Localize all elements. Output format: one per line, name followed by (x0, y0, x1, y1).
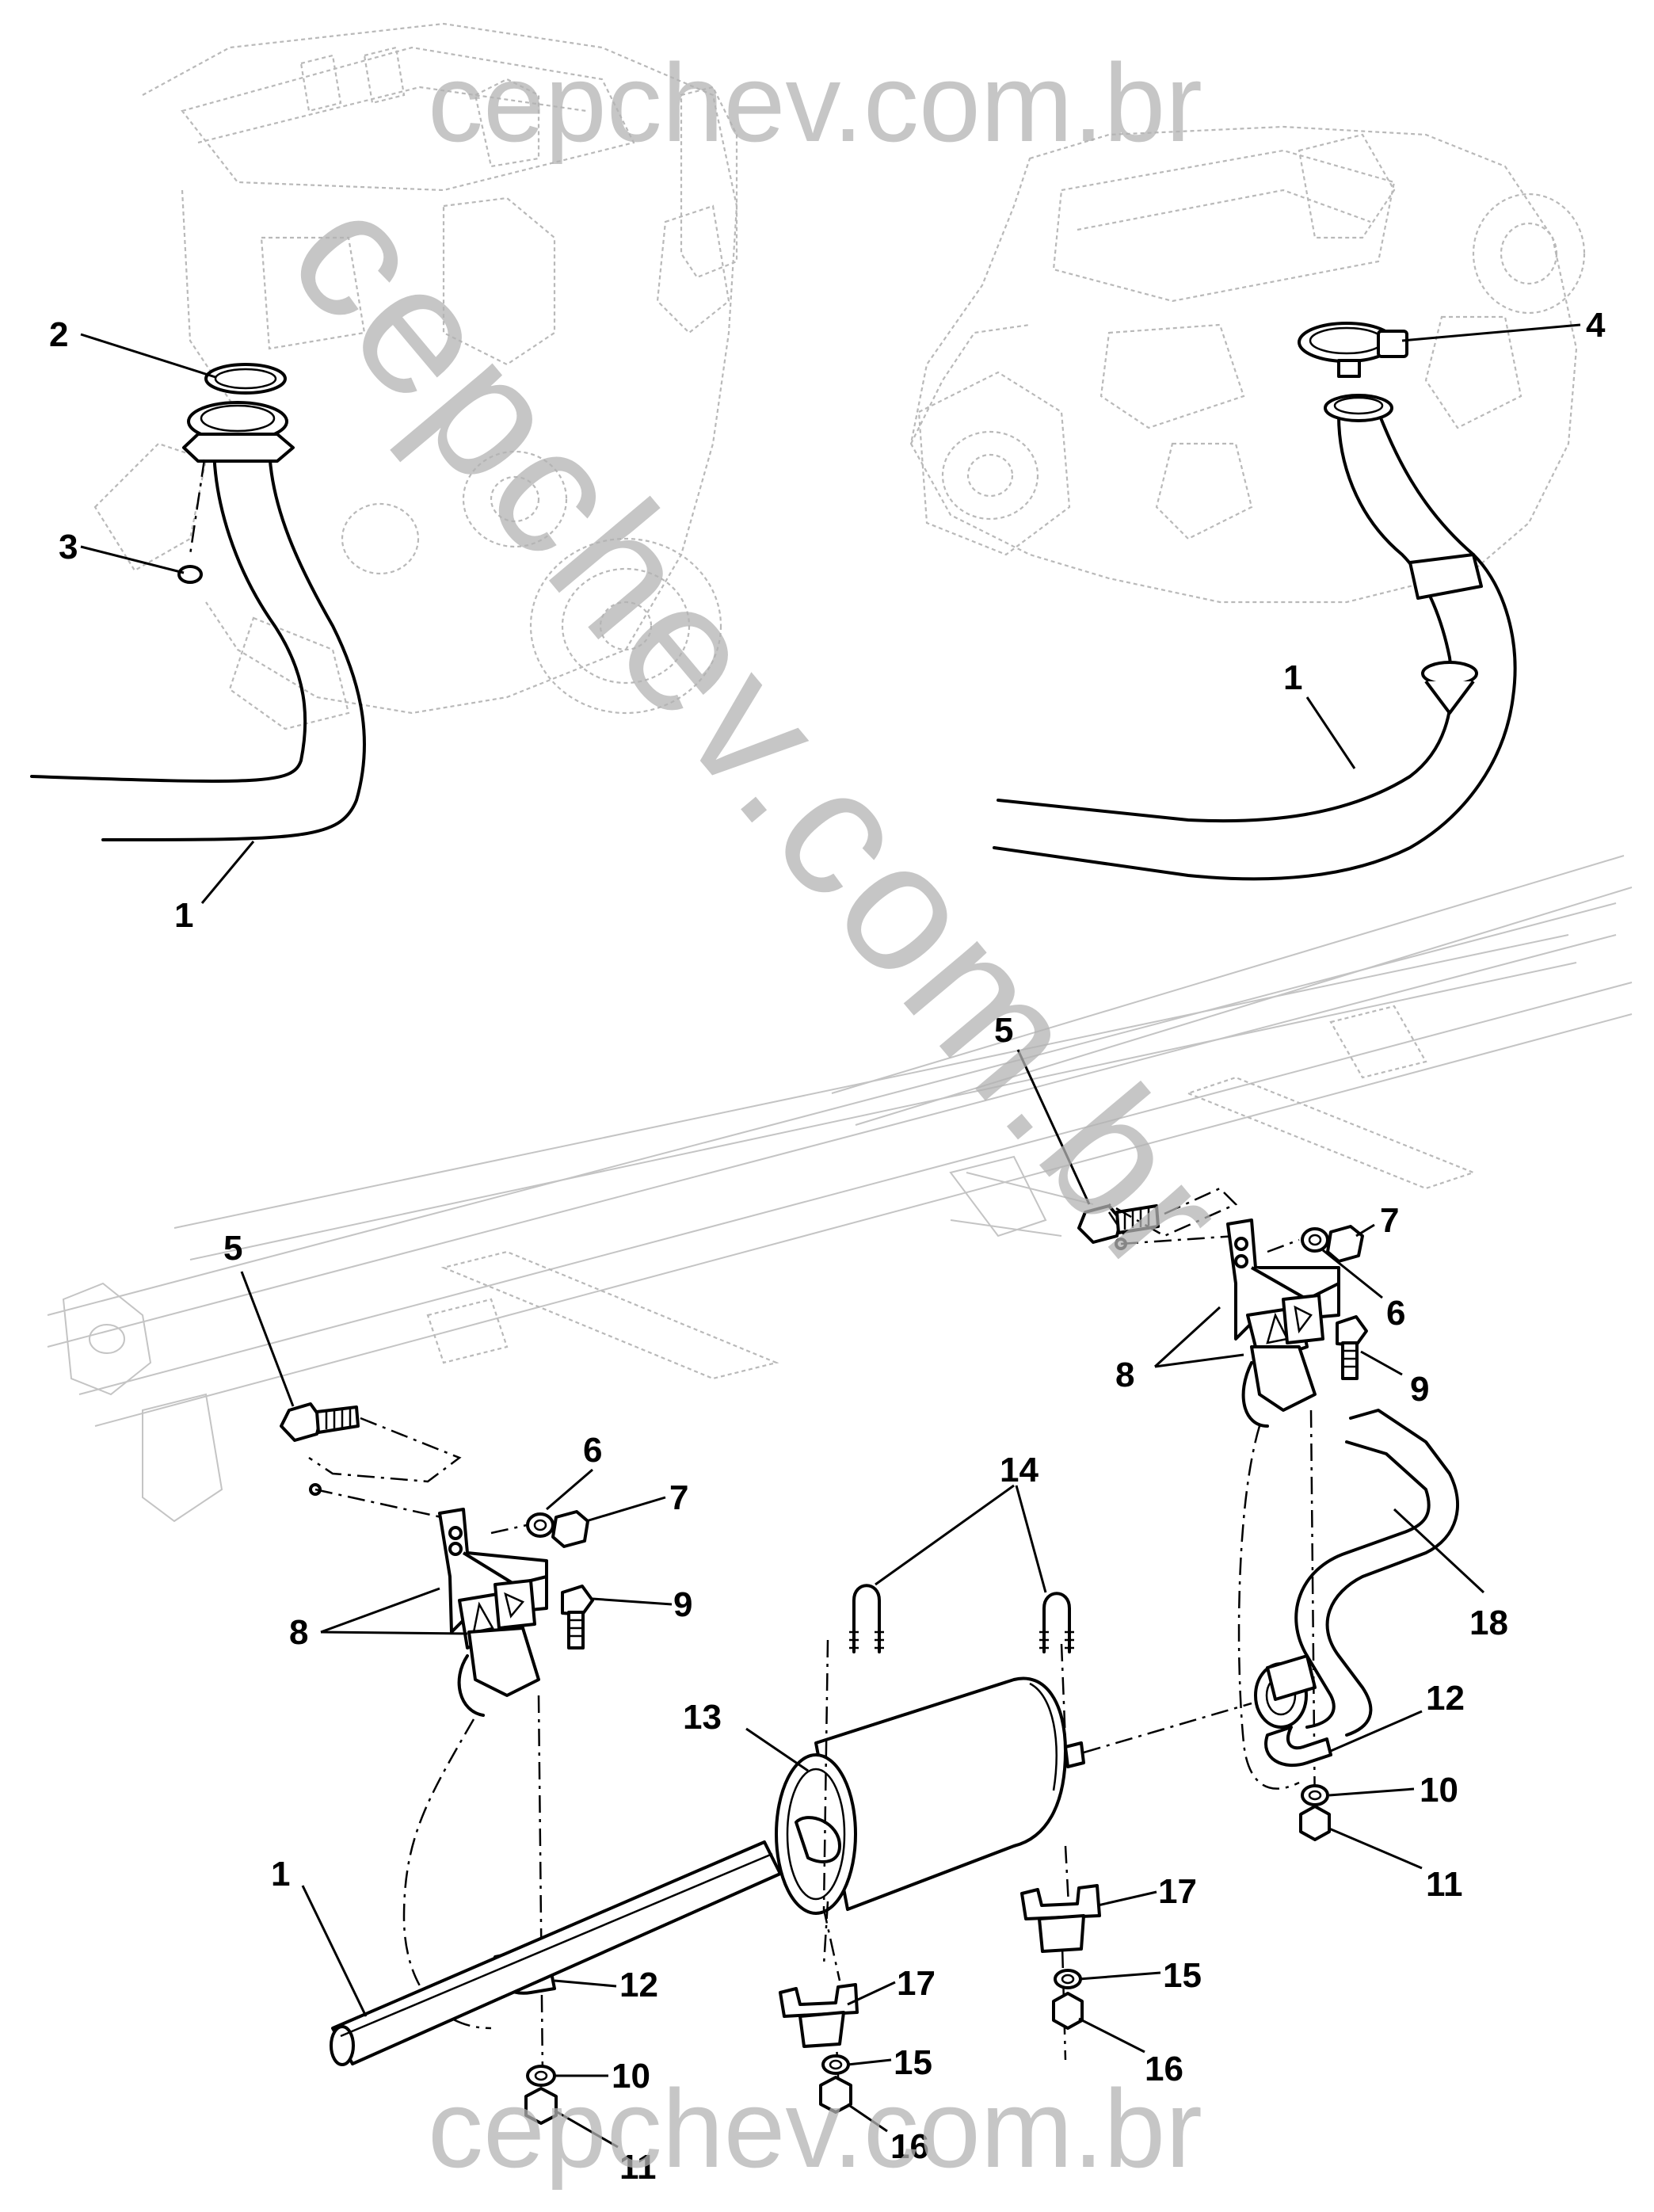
callout-7: 7 (669, 1478, 688, 1517)
watermark-top: cepchev.com.br (428, 40, 1202, 165)
callout-7: 7 (1380, 1201, 1399, 1240)
callout-17: 17 (1158, 1872, 1197, 1911)
callout-labels: 2 3 1 4 1 5 7 6 8 9 18 12 10 11 5 6 7 8 … (49, 306, 1606, 2187)
u-bolts (849, 1584, 1074, 1653)
callout-10: 10 (612, 2057, 650, 2096)
callout-15: 15 (1163, 1956, 1202, 1995)
callout-5: 5 (994, 1011, 1013, 1050)
callout-1: 1 (271, 1855, 290, 1894)
callout-12: 12 (1426, 1679, 1465, 1718)
callout-1: 1 (174, 896, 193, 935)
callout-3: 3 (59, 528, 78, 566)
callout-2: 2 (49, 315, 68, 354)
hanger-assembly-right (1077, 1187, 1459, 1841)
exhaust-pipe-upper-right (993, 322, 1517, 881)
muffler (775, 1639, 1252, 2108)
callout-15: 15 (894, 2043, 932, 2082)
engine-left-ghost (93, 22, 738, 730)
exhaust-pipe-upper-left (30, 363, 366, 841)
callout-5: 5 (223, 1229, 242, 1268)
callout-11: 11 (1426, 1865, 1463, 1904)
callout-10: 10 (1420, 1771, 1458, 1810)
watermark-diagonal: cepchev.com.br (251, 155, 1267, 1312)
callout-18: 18 (1469, 1604, 1508, 1642)
chassis-frame-ghost (47, 855, 1633, 1523)
muffler-clamps-and-fasteners (779, 1884, 1101, 2114)
callout-4: 4 (1586, 306, 1606, 345)
callout-6: 6 (1386, 1294, 1405, 1333)
callout-17: 17 (897, 1964, 936, 2003)
engine-right-ghost (909, 125, 1586, 604)
callout-6: 6 (583, 1431, 602, 1470)
callout-8: 8 (1115, 1356, 1134, 1394)
callout-14: 14 (1000, 1451, 1039, 1489)
callout-1: 1 (1283, 658, 1302, 697)
callout-9: 9 (1410, 1370, 1429, 1409)
callout-13: 13 (683, 1698, 722, 1737)
callout-16: 16 (890, 2127, 929, 2166)
hanger-assembly-left (280, 1402, 594, 2125)
callout-9: 9 (673, 1585, 692, 1624)
callout-16: 16 (1145, 2050, 1183, 2088)
callout-8: 8 (289, 1613, 308, 1652)
front-pipe-lower (330, 1840, 782, 2066)
leader-lines (80, 323, 1581, 2149)
callout-11: 11 (619, 2148, 657, 2187)
callout-12: 12 (619, 1966, 658, 2004)
watermark-bottom: cepchev.com.br (428, 2066, 1202, 2191)
